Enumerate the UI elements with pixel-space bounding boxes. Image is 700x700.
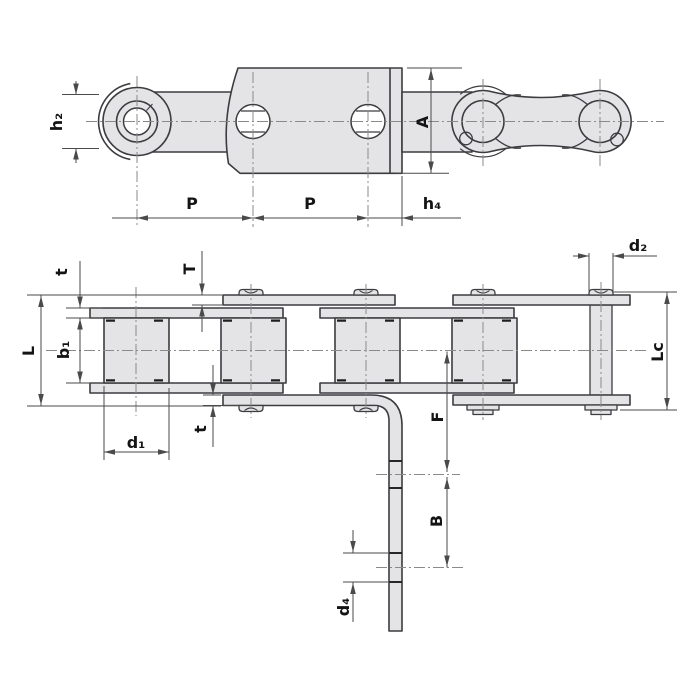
bolt-hole-centerlines xyxy=(376,474,464,568)
side-elevation-view: h₂ A P P h₄ xyxy=(47,67,664,227)
attachment-block-plate xyxy=(225,67,403,175)
dimension-A: A xyxy=(396,67,462,174)
dimension-B: B xyxy=(427,477,450,568)
dimension-pitch: P P h₄ xyxy=(112,176,461,226)
dimension-F: F xyxy=(428,351,450,472)
inner-plate-top-2 xyxy=(319,307,515,319)
label-d1: d₁ xyxy=(127,433,145,452)
inner-plate-bottom-1 xyxy=(89,382,284,394)
label-p-right: P xyxy=(304,194,316,213)
eye-outer-flange-arc xyxy=(97,82,131,161)
cotter-legs-icon xyxy=(561,94,589,149)
label-h2: h₂ xyxy=(47,113,66,131)
label-T: T xyxy=(180,263,199,274)
plan-view: L t b₁ T t d₁ xyxy=(19,236,677,632)
cotter-ring-icon xyxy=(610,132,624,147)
label-F: F xyxy=(428,412,447,423)
dimension-L: L xyxy=(19,294,221,407)
dimension-t-bottom: t xyxy=(191,365,251,447)
dimension-Lc: Lc xyxy=(613,291,677,411)
label-h4: h₄ xyxy=(423,194,441,213)
label-d4: d₄ xyxy=(334,598,353,616)
dimension-t-top-and-b1: t b₁ xyxy=(52,261,103,384)
plan-vertical-centerlines xyxy=(135,282,602,420)
dimension-d1: d₁ xyxy=(103,386,170,460)
cotter-legs-icon xyxy=(494,94,522,149)
label-t-bottom: t xyxy=(191,425,210,433)
vertical-centerlines xyxy=(136,72,601,227)
label-B: B xyxy=(427,515,446,527)
label-b1: b₁ xyxy=(54,341,73,359)
bent-attachment-plate xyxy=(222,394,403,632)
inner-plate-bottom-2 xyxy=(319,382,515,394)
label-L: L xyxy=(19,346,38,356)
outer-plate-bottom-right xyxy=(452,394,631,406)
cotter-ring-icon xyxy=(459,131,473,146)
inner-plate-top-1 xyxy=(89,307,284,319)
cotter-pin-right xyxy=(561,94,624,149)
outer-plate-top-left xyxy=(222,294,396,306)
dimension-T: T xyxy=(180,251,222,332)
outer-plate-top-right xyxy=(452,294,631,306)
dimension-d2: d₂ xyxy=(573,236,657,291)
pin-heads-top xyxy=(238,288,614,296)
label-t-top: t xyxy=(52,268,71,276)
dimension-d4: d₄ xyxy=(334,530,388,622)
bracket-bolt-hole-edges xyxy=(389,460,402,583)
cotter-pin-left xyxy=(459,94,522,149)
label-d2: d₂ xyxy=(629,236,647,255)
eye-bushing-seam xyxy=(146,103,153,111)
label-A: A xyxy=(413,115,432,128)
label-Lc: Lc xyxy=(648,342,667,362)
label-p-left: P xyxy=(186,194,198,213)
dimension-h2: h₂ xyxy=(47,81,99,163)
